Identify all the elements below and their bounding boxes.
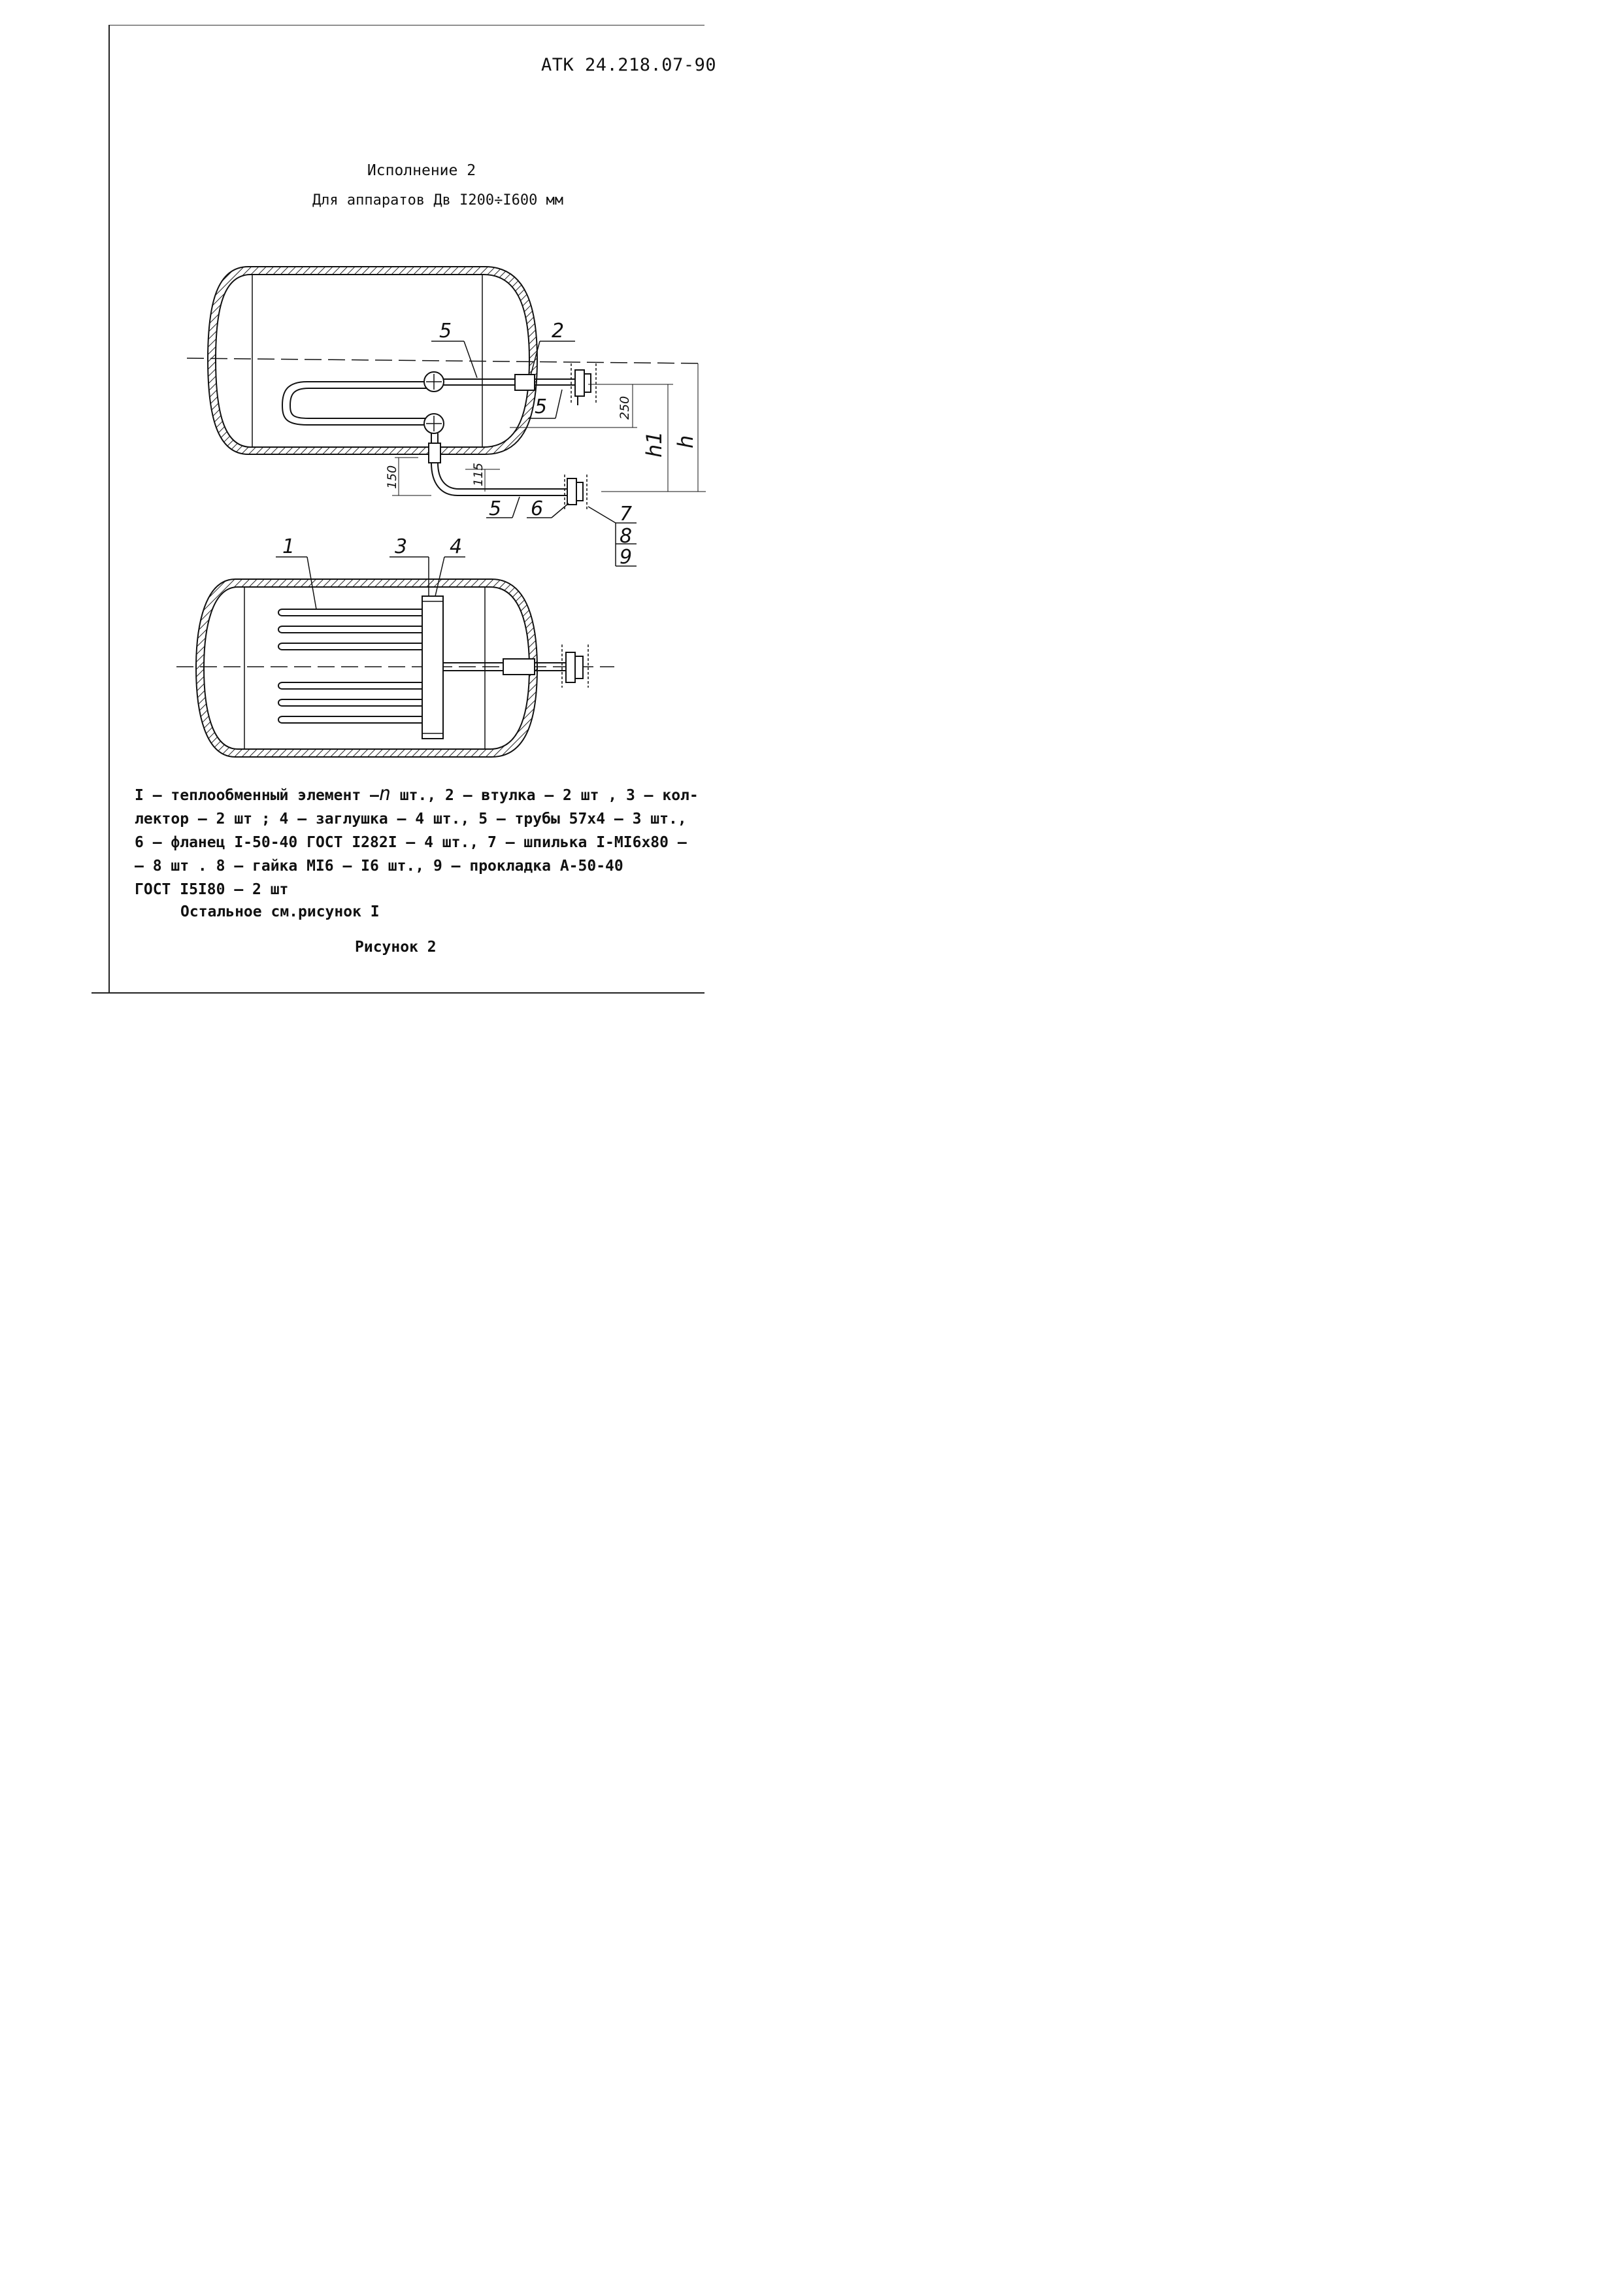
parts-legend: I – теплообменный элемент –n шт., 2 – вт… [135, 782, 699, 901]
callout-7: 7 [620, 503, 632, 526]
callout-1: 1 [282, 535, 295, 558]
callout-9: 9 [620, 546, 632, 569]
vessel-plan-shell-inner [203, 586, 531, 750]
sleeve-upper [514, 374, 535, 391]
variant-title: Исполнение 2 [367, 162, 476, 179]
technical-drawing: 5 2 5 5 6 7 8 9 250 h1 h 150 115 [176, 266, 706, 758]
heat-exchange-tubes [278, 609, 422, 724]
frame-bottom-border [91, 992, 704, 994]
dimension-h1: h1 [642, 431, 667, 458]
callout-4: 4 [450, 535, 462, 558]
figure-caption: Рисунок 2 [355, 939, 437, 956]
collector-plan [422, 595, 444, 739]
callout-3: 3 [395, 535, 407, 558]
callout-2: 2 [552, 320, 564, 343]
legend-line-1-start: I – теплообменный элемент – [135, 787, 379, 804]
vessel-shell-inner [214, 274, 531, 448]
callout-5-b: 5 [535, 395, 547, 418]
flange-plan [565, 652, 576, 683]
callout-5-c: 5 [489, 497, 501, 520]
sleeve-lower [428, 443, 441, 463]
legend-line-1-end: шт., 2 – втулка – 2 шт , 3 – кол- [390, 787, 699, 804]
vessel-axis-line [186, 358, 703, 364]
legend-line-2: лектор – 2 шт ; 4 – заглушка – 4 шт., 5 … [135, 811, 687, 828]
legend-n-symbol: n [378, 782, 391, 805]
legend-line-1: I – теплообменный элемент –n шт., 2 – вт… [135, 782, 699, 807]
legend-line-4: – 8 шт . 8 – гайка MI6 – I6 шт., 9 – про… [135, 858, 623, 875]
sleeve-plan [503, 658, 535, 675]
flange-upper [574, 369, 585, 397]
dimension-250: 250 [618, 396, 632, 420]
vessel-side-view: 5 2 5 5 6 7 8 9 250 h1 h 150 115 [186, 266, 706, 569]
legend-line-5: ГОСТ I5I80 – 2 шт [135, 881, 289, 898]
dimension-115: 115 [471, 463, 486, 486]
legend-line-3: 6 – фланец I-50-40 ГОСТ I282I – 4 шт., 7… [135, 834, 687, 851]
reference-note: Остальное см.рисунок I [180, 903, 380, 920]
callout-5-a: 5 [439, 320, 452, 343]
callout-6: 6 [531, 497, 543, 520]
u-tube-element [281, 381, 433, 426]
callout-8: 8 [620, 525, 632, 548]
document-code: АТК 24.218.07-90 [541, 55, 717, 75]
flange-lower [567, 478, 577, 505]
scope-subtitle: Для аппаратов Дв I200÷I600 мм [312, 192, 564, 209]
frame-left-border [108, 25, 110, 992]
dimension-h: h [673, 435, 698, 448]
vessel-plan-view: 1 3 4 [176, 535, 614, 758]
dimension-150: 150 [385, 465, 399, 489]
